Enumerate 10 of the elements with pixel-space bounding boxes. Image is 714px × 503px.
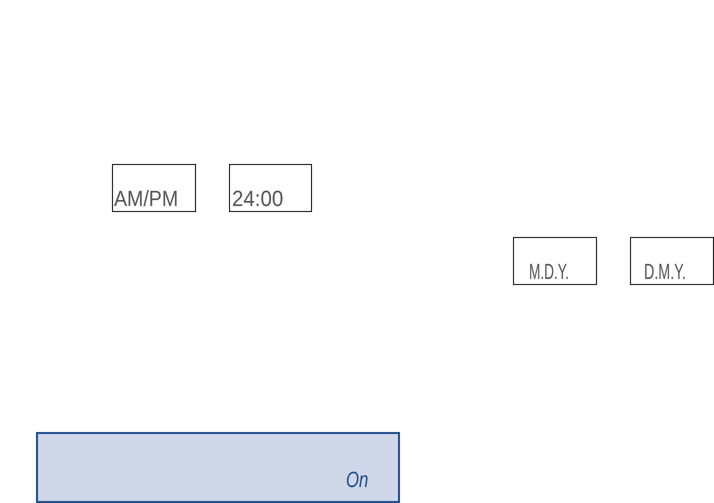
lcd-display — [630, 237, 714, 285]
lcd-display — [513, 237, 597, 285]
lcd-screen-panel — [36, 432, 400, 503]
display-readout: AM/PM — [114, 188, 178, 210]
lcd-display — [112, 164, 196, 212]
display-readout: 24:00 — [232, 188, 284, 210]
lcd-display — [229, 164, 312, 212]
display-readout: D.M.Y. — [644, 261, 686, 283]
display-readout: M.D.Y. — [529, 261, 569, 283]
display-readout: On — [346, 469, 368, 491]
